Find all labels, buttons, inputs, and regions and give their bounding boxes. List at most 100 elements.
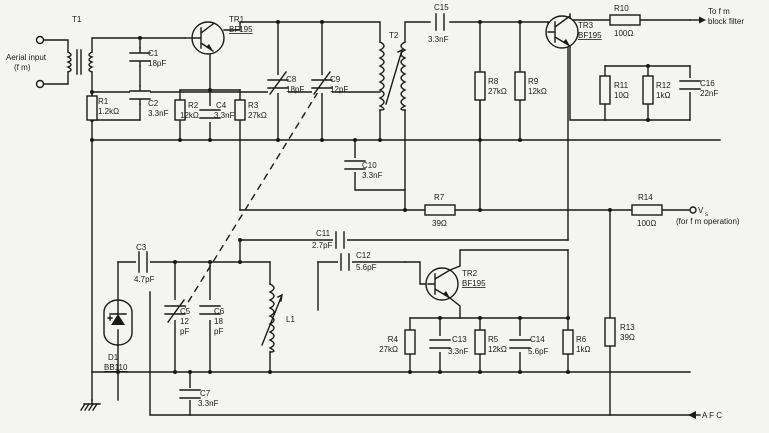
r7-ref: R7 — [434, 193, 445, 202]
c15-ref: C15 — [434, 3, 449, 12]
capacitor-c14: C14 5.6pF — [509, 335, 549, 356]
resistor-r5: R5 12kΩ — [474, 329, 507, 355]
r12-ref: R12 — [656, 81, 671, 90]
tr3-type: BF195 — [578, 31, 602, 40]
ground-symbol — [80, 399, 101, 411]
fm-block-filter-terminal: To f m block filter — [689, 7, 744, 26]
resistor-r7: R7 39Ω — [424, 193, 456, 228]
inductor-l1: L1 — [261, 283, 295, 353]
c4-ref: C4 — [216, 101, 227, 110]
r1-ref: R1 — [98, 97, 109, 106]
varicap-diode-d1: D1 BB110 — [103, 299, 133, 372]
r6-value: 1kΩ — [576, 345, 590, 354]
c13-ref: C13 — [452, 335, 467, 344]
c12-value: 5.6pF — [356, 263, 377, 272]
r10-ref: R10 — [614, 4, 629, 13]
transformer-t1: T1 — [66, 15, 94, 75]
r5-ref: R5 — [488, 335, 499, 344]
c2-value: 3.3nF — [148, 109, 169, 118]
tr1-label: TR1 — [229, 15, 245, 24]
r8-value: 27kΩ — [488, 87, 507, 96]
c5-ref: C5 — [180, 307, 191, 316]
c6-value: 18 — [214, 317, 223, 326]
d1-label: D1 — [108, 353, 119, 362]
r4-ref: R4 — [388, 335, 399, 344]
c1-value: 18pF — [148, 59, 166, 68]
c11-ref: C11 — [316, 229, 331, 238]
capacitor-c9: C9 12pF — [311, 71, 348, 95]
resistor-r4: R4 27kΩ — [379, 329, 416, 355]
c9-value: 12pF — [330, 85, 348, 94]
afc-label: A F C — [702, 411, 722, 420]
t2-label: T2 — [389, 31, 399, 40]
c8-ref: C8 — [286, 75, 297, 84]
r2-value: 12kΩ — [180, 111, 199, 120]
c6-ref: C6 — [214, 307, 225, 316]
resistor-r6: R6 1kΩ — [562, 329, 590, 355]
capacitor-c3: C3 4.7pF — [134, 243, 155, 284]
resistor-r2: R2 12kΩ — [174, 99, 199, 121]
c14-value: 5.6pF — [528, 347, 549, 356]
r9-value: 12kΩ — [528, 87, 547, 96]
resistor-r1: R1 1.2kΩ — [86, 95, 119, 121]
l1-label: L1 — [286, 315, 295, 324]
d1-type: BB110 — [104, 363, 128, 372]
fm-block-filter-sublabel: block filter — [708, 17, 744, 26]
r13-ref: R13 — [620, 323, 635, 332]
capacitor-c8: C8 18pF — [267, 71, 304, 95]
c9-ref: C9 — [330, 75, 341, 84]
capacitor-c6: C6 18 pF — [199, 300, 225, 336]
r12-value: 1kΩ — [656, 91, 670, 100]
fm-block-filter-label: To f m — [708, 7, 730, 16]
r13-value: 39Ω — [620, 333, 635, 342]
capacitor-c13: C13 3.3nF — [429, 335, 469, 356]
capacitor-c4: C4 3.3nF — [199, 101, 235, 122]
c10-ref: C10 — [362, 161, 377, 170]
c13-value: 3.3nF — [448, 347, 469, 356]
c8-value: 18pF — [286, 85, 304, 94]
aerial-input-sublabel: (f m) — [14, 63, 31, 72]
tr2-label: TR2 — [462, 269, 478, 278]
r3-value: 27kΩ — [248, 111, 267, 120]
c11-value: 2.7pF — [312, 241, 333, 250]
resistor-r9: R9 12kΩ — [514, 71, 547, 101]
capacitor-c15: C15 3.3nF — [428, 3, 449, 44]
resistor-r13: R13 39Ω — [604, 317, 635, 347]
capacitor-c2: C2 3.3nF — [129, 85, 169, 118]
c2-ref: C2 — [148, 99, 159, 108]
r7-value: 39Ω — [432, 219, 447, 228]
capacitor-c1: C1 18pF — [129, 47, 166, 68]
c7-value: 3.3nF — [198, 399, 219, 408]
t1-label: T1 — [72, 15, 82, 24]
afc-terminal: A F C — [688, 411, 722, 420]
resistor-r14: R14 100Ω — [631, 193, 663, 228]
vs-subscript: s — [705, 212, 708, 218]
c15-value: 3.3nF — [428, 35, 449, 44]
tr2-type: BF195 — [462, 279, 486, 288]
tr1-type: BF195 — [229, 25, 253, 34]
resistor-r10: R10 100Ω — [609, 4, 641, 38]
r11-value: 10Ω — [614, 91, 629, 100]
c5-unit: pF — [180, 327, 189, 336]
r3-ref: R3 — [248, 101, 259, 110]
aerial-input-label: Aerial input — [6, 53, 47, 62]
tr3-label: TR3 — [578, 21, 594, 30]
resistor-r11: R11 10Ω — [599, 75, 629, 105]
transformer-t2: T2 — [378, 31, 407, 111]
gang-tuning-link — [181, 91, 319, 313]
r4-value: 27kΩ — [379, 345, 398, 354]
c16-ref: C16 — [700, 79, 715, 88]
junction-dots — [90, 20, 650, 374]
wiring — [43, 13, 721, 416]
r9-ref: R9 — [528, 77, 539, 86]
vs-note: (for f m operation) — [676, 217, 740, 226]
c6-unit: pF — [214, 327, 223, 336]
r8-ref: R8 — [488, 77, 499, 86]
capacitor-c16: C16 22nF — [679, 78, 718, 98]
c12-ref: C12 — [356, 251, 371, 260]
r2-ref: R2 — [188, 101, 199, 110]
c14-ref: C14 — [530, 335, 545, 344]
transistor-tr1: TR1 BF195 — [191, 15, 253, 55]
c4-value: 3.3nF — [214, 111, 235, 120]
